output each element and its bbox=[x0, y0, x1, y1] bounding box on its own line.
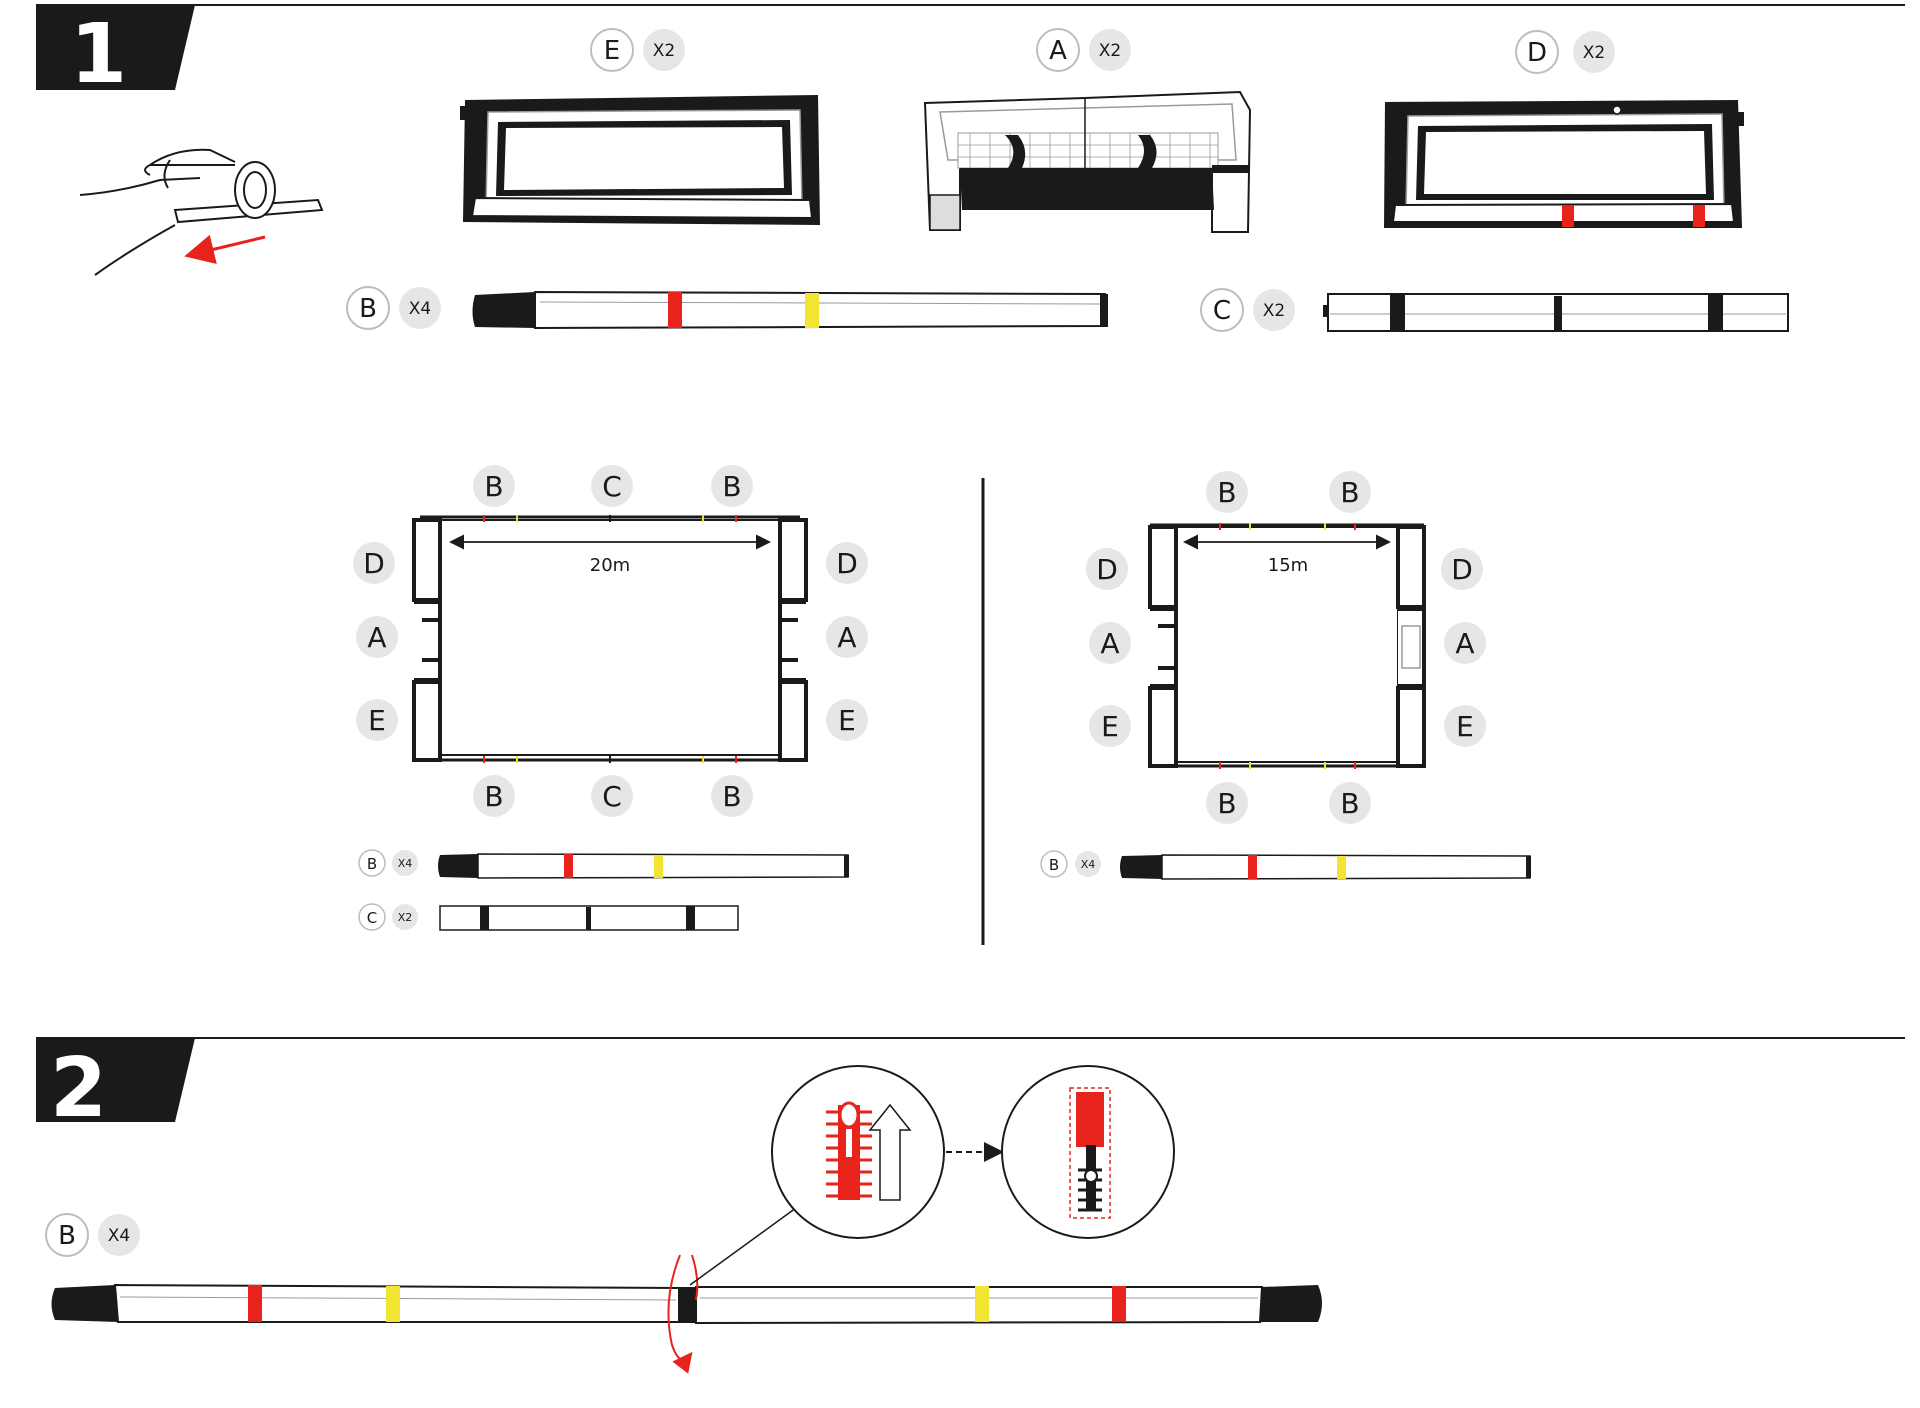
part-b-qty: X4 bbox=[409, 299, 431, 319]
layout-large-c-row-qty: X2 bbox=[398, 911, 413, 924]
layout-small-b-row-letter: B bbox=[1049, 856, 1059, 874]
part-c-drawing bbox=[1323, 293, 1789, 332]
layout-small-e-left: E bbox=[1101, 710, 1119, 743]
layout-large-d-right: D bbox=[836, 547, 858, 580]
layout-large-c-top: C bbox=[602, 470, 622, 503]
layout-large-e-right: E bbox=[838, 704, 856, 737]
zipper-icon bbox=[826, 1101, 872, 1200]
layout-large-dimension: 20m bbox=[590, 555, 630, 576]
layout-large-c-bottom: C bbox=[602, 780, 622, 813]
layout-large-c-row: C X2 bbox=[358, 903, 739, 931]
step2-b-badge: B X4 bbox=[45, 1213, 140, 1257]
layout-small-a-left: A bbox=[1100, 627, 1119, 660]
layout-large-b-top-left: B bbox=[484, 470, 503, 503]
layout-large-b-bottom-right: B bbox=[722, 780, 741, 813]
layout-large-a-left: A bbox=[367, 621, 386, 654]
step2-number: 2 bbox=[50, 1041, 107, 1136]
part-a-drawing bbox=[923, 90, 1252, 233]
part-a-letter: A bbox=[1049, 36, 1067, 66]
layout-small-d-left: D bbox=[1096, 553, 1118, 586]
step2-banner: 2 bbox=[36, 1038, 195, 1136]
layout-large-d-left: D bbox=[363, 547, 385, 580]
layout-small-b-row-qty: X4 bbox=[1081, 858, 1096, 871]
step2-b-qty: X4 bbox=[108, 1226, 130, 1246]
layout-small-b-bottom-right: B bbox=[1340, 787, 1359, 820]
layout-large-b-top-right: B bbox=[722, 470, 741, 503]
zipper-detail-open bbox=[771, 1065, 945, 1239]
part-e-letter: E bbox=[604, 36, 620, 66]
part-e-qty: X2 bbox=[653, 41, 675, 61]
step1-banner: 1 bbox=[36, 5, 195, 102]
layout-large-a-right: A bbox=[837, 621, 856, 654]
part-c-badge: C X2 bbox=[1200, 288, 1295, 332]
step1-number: 1 bbox=[70, 7, 127, 102]
rotate-arrow-icon bbox=[667, 1254, 699, 1374]
layout-small-b-row: B X4 bbox=[1040, 850, 1531, 880]
layout-small-dimension: 15m bbox=[1268, 555, 1308, 576]
step2-joined-poles bbox=[51, 1283, 1322, 1325]
part-d-drawing bbox=[1384, 100, 1744, 228]
part-d-qty: X2 bbox=[1583, 43, 1605, 63]
layout-small-b-top-left: B bbox=[1217, 476, 1236, 509]
layout-large-b-row: B X4 bbox=[358, 849, 849, 879]
part-c-letter: C bbox=[1213, 296, 1231, 326]
layout-small-b-top-right: B bbox=[1340, 476, 1359, 509]
unroll-arrow bbox=[184, 234, 266, 264]
hand-unroll-icon bbox=[79, 148, 324, 276]
part-a-badge: A X2 bbox=[1036, 28, 1131, 72]
part-b-badge: B X4 bbox=[346, 286, 441, 330]
layout-large: 20m B C B B C B D A E D A E bbox=[353, 465, 868, 817]
layout-large-e-left: E bbox=[368, 704, 386, 737]
layout-large-b-bottom-left: B bbox=[484, 780, 503, 813]
part-e-badge: E X2 bbox=[590, 28, 685, 72]
part-c-qty: X2 bbox=[1263, 301, 1285, 321]
zipper-detail-closed bbox=[1001, 1065, 1175, 1239]
layout-small-e-right: E bbox=[1456, 710, 1474, 743]
zipper-callout-line bbox=[689, 1204, 801, 1286]
layout-small-a-right: A bbox=[1455, 627, 1474, 660]
part-a-qty: X2 bbox=[1099, 41, 1121, 61]
layout-large-c-row-letter: C bbox=[367, 909, 377, 927]
layout-large-b-row-qty: X4 bbox=[398, 857, 413, 870]
part-b-drawing bbox=[472, 290, 1108, 330]
layout-small: 15m B B B B D A E D A E bbox=[1086, 471, 1486, 824]
layout-large-b-row-letter: B bbox=[367, 855, 377, 873]
part-d-badge: D X2 bbox=[1515, 30, 1615, 74]
part-b-letter: B bbox=[359, 294, 377, 324]
part-d-letter: D bbox=[1527, 38, 1547, 68]
step2-b-letter: B bbox=[58, 1221, 76, 1251]
up-arrow-icon bbox=[868, 1103, 912, 1201]
layout-small-b-bottom-left: B bbox=[1217, 787, 1236, 820]
part-e-drawing bbox=[460, 95, 820, 225]
layout-small-d-right: D bbox=[1451, 553, 1473, 586]
